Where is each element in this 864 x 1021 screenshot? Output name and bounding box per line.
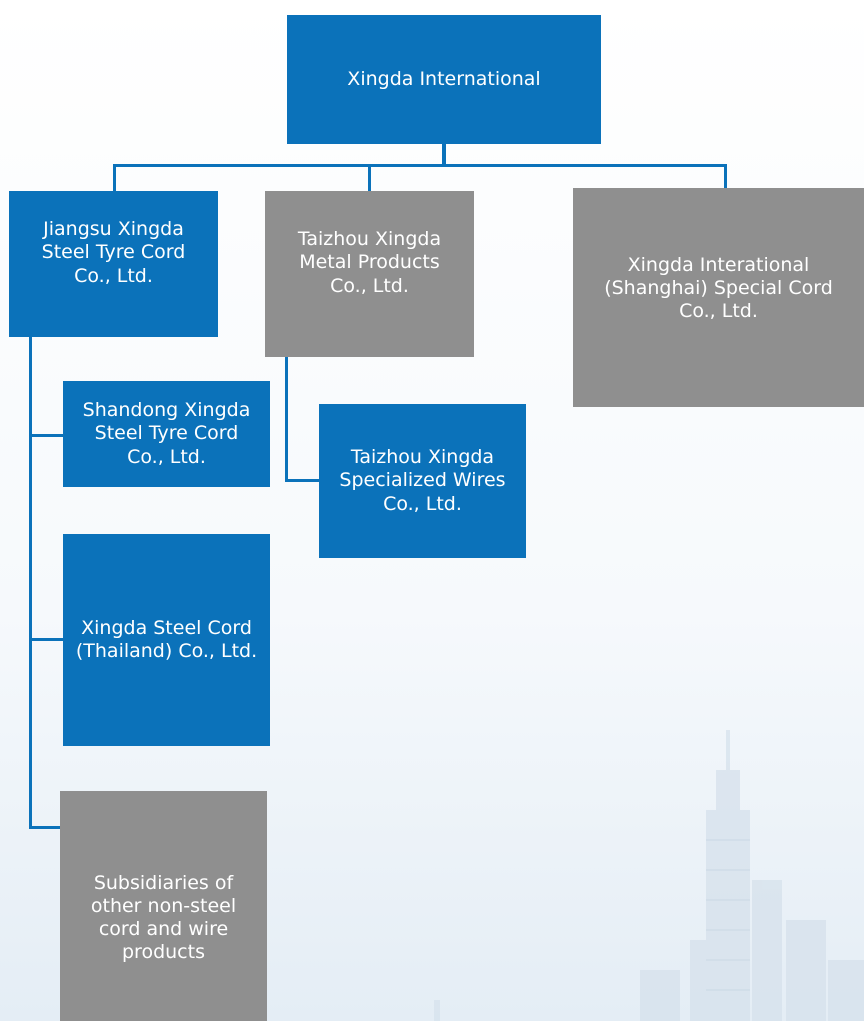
connector-jiangsu-vertical	[29, 337, 32, 829]
node-other-subsidiaries: Subsidiaries of other non-steel cord and…	[60, 791, 267, 1021]
node-label: Subsidiaries of other non-steel cord and…	[90, 871, 237, 964]
node-taizhou-specialized-wires: Taizhou Xingda Specialized Wires Co., Lt…	[319, 404, 526, 558]
node-label: Shandong Xingda Steel Tyre Cord Co., Ltd…	[82, 399, 251, 468]
node-jiangsu-xingda: Jiangsu Xingda Steel Tyre Cord Co., Ltd.	[9, 191, 218, 337]
connector-to-jiangsu	[113, 164, 116, 191]
connector-to-thailand	[29, 638, 63, 641]
node-xingda-thailand: Xingda Steel Cord (Thailand) Co., Ltd.	[63, 534, 270, 746]
connector-taizhou-vertical	[285, 357, 288, 482]
node-xingda-international: Xingda International	[287, 15, 601, 144]
connector-horizontal-bar	[113, 164, 727, 167]
connector-to-specialized-wires	[285, 479, 319, 482]
connector-root-down	[442, 144, 446, 166]
node-label: Taizhou Xingda Metal Products Co., Ltd.	[297, 228, 442, 297]
connector-to-subsidiaries	[29, 826, 60, 829]
node-label: Taizhou Xingda Specialized Wires Co., Lt…	[339, 446, 506, 515]
connector-to-shanghai	[724, 164, 727, 188]
node-label: Xingda International	[347, 67, 541, 90]
node-label: Xingda Interational (Shanghai) Special C…	[604, 253, 833, 323]
connector-to-taizhou	[368, 164, 371, 191]
node-label: Jiangsu Xingda Steel Tyre Cord Co., Ltd.	[41, 218, 186, 287]
node-shanghai-special-cord: Xingda Interational (Shanghai) Special C…	[573, 188, 864, 407]
connector-to-shandong	[29, 434, 63, 437]
node-shandong-xingda: Shandong Xingda Steel Tyre Cord Co., Ltd…	[63, 381, 270, 487]
node-label: Xingda Steel Cord (Thailand) Co., Ltd.	[75, 616, 258, 662]
node-taizhou-metal-products: Taizhou Xingda Metal Products Co., Ltd.	[265, 191, 474, 357]
